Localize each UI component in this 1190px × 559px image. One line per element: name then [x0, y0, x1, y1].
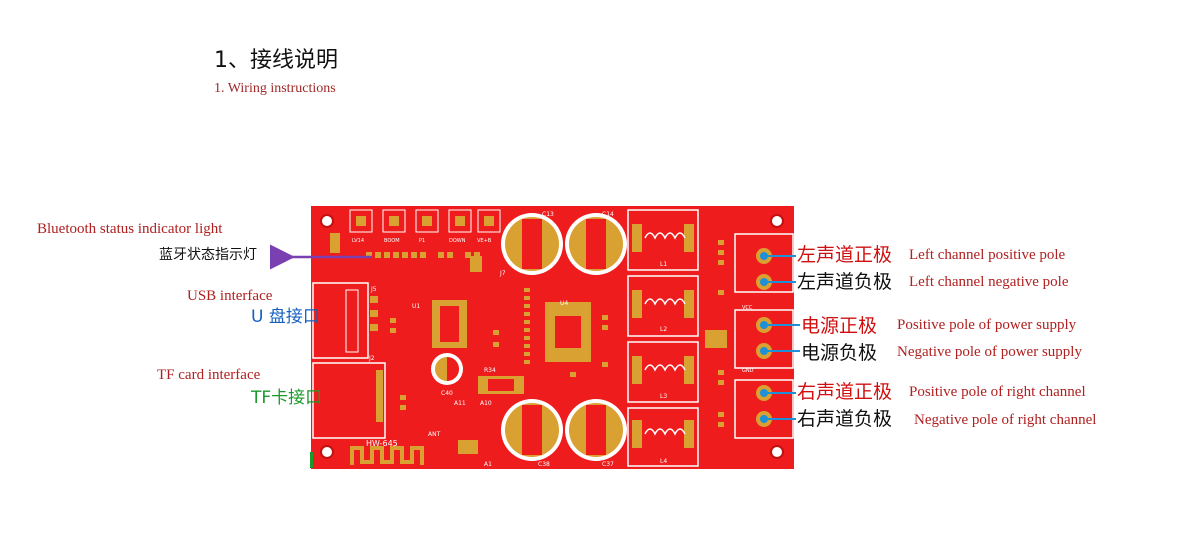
- inductor-l4: [627, 407, 699, 467]
- board-silk-label: U4: [560, 300, 568, 307]
- usb-label-en: USB interface: [187, 288, 273, 304]
- power-positive-label-cn: 电源正极: [801, 315, 878, 337]
- indicator-led-row: [330, 233, 480, 258]
- usb-label-cn: U 盘接口: [251, 307, 320, 327]
- usb-connector: [312, 282, 378, 359]
- capacitor-c40: [431, 353, 463, 385]
- left-positive-label-cn: 左声道正极: [797, 244, 893, 266]
- mount-hole-br: [770, 445, 784, 459]
- mount-hole-tr: [770, 214, 784, 228]
- right-negative-label-cn: 右声道负极: [797, 408, 893, 430]
- button-label: VE+B: [477, 238, 492, 244]
- power-negative-label-cn: 电源负极: [801, 342, 878, 364]
- board-model-label: HW-645: [366, 439, 398, 448]
- page-subtitle: 1. Wiring instructions: [214, 81, 336, 96]
- antenna-trace: [350, 446, 424, 465]
- tf-card-slot: [312, 362, 386, 439]
- board-silk-label: J7: [499, 270, 506, 277]
- page-title: 1、接线说明: [214, 48, 338, 73]
- smd-components: [390, 240, 727, 454]
- right-negative-label-en: Negative pole of right channel: [914, 412, 1097, 428]
- mount-hole-tl: [320, 214, 334, 228]
- capacitor-c14: [565, 213, 627, 275]
- button-label: P1: [419, 238, 425, 244]
- inductor-l3: [627, 341, 699, 403]
- board-silk-label: VCC: [742, 305, 753, 311]
- capacitor-c13: [501, 213, 563, 275]
- tactile-buttons: [349, 209, 501, 233]
- power-positive-label-en: Positive pole of power supply: [897, 317, 1077, 333]
- board-silk-label: J5: [370, 286, 377, 293]
- ic-u4: [545, 302, 591, 362]
- right-positive-label-cn: 右声道正极: [797, 381, 893, 403]
- button-label: DOWN: [449, 238, 466, 244]
- inductor-l1: [627, 209, 699, 271]
- board-silk-label: ANT: [428, 431, 441, 438]
- bluetooth-label-cn: 蓝牙状态指示灯: [159, 247, 257, 263]
- board-silk-label: L2: [660, 326, 667, 333]
- inductor-l2: [627, 275, 699, 337]
- tf-label-cn: TF卡接口: [251, 388, 323, 408]
- board-silk-label: L4: [660, 458, 667, 465]
- board-silk-label: A11: [454, 400, 466, 407]
- terminal-pointers: [760, 252, 800, 423]
- board-silk-label: C37: [602, 461, 614, 468]
- mount-hole-bl: [320, 445, 334, 459]
- bluetooth-label-en: Bluetooth status indicator light: [37, 221, 223, 237]
- board-silk-label: L1: [660, 261, 667, 268]
- left-positive-label-en: Left channel positive pole: [909, 247, 1066, 263]
- right-positive-label-en: Positive pole of right channel: [909, 384, 1086, 400]
- button-label: LV14: [352, 238, 364, 244]
- green-marker: [310, 452, 313, 468]
- button-label: BOOM: [384, 238, 400, 244]
- tf-label-en: TF card interface: [157, 367, 261, 383]
- capacitor-c37: [565, 399, 627, 461]
- board-silk-label: C13: [542, 211, 554, 218]
- board-silk-label: C14: [602, 211, 614, 218]
- board-silk-label: A10: [480, 400, 492, 407]
- board-silk-label: GND: [742, 368, 754, 374]
- board-silk-label: A1: [484, 461, 492, 468]
- power-negative-label-en: Negative pole of power supply: [897, 344, 1082, 360]
- left-negative-label-cn: 左声道负极: [797, 271, 893, 293]
- board-silk-label: L3: [660, 393, 667, 400]
- board-silk-label: C40: [441, 390, 453, 397]
- left-negative-label-en: Left channel negative pole: [909, 274, 1069, 290]
- capacitor-c38: [501, 399, 563, 461]
- ic-u1: [432, 300, 467, 348]
- board-silk-label: J2: [368, 355, 375, 362]
- board-silk-label: C38: [538, 461, 550, 468]
- board-silk-label: U1: [412, 303, 420, 310]
- board-silk-label: R34: [484, 367, 496, 374]
